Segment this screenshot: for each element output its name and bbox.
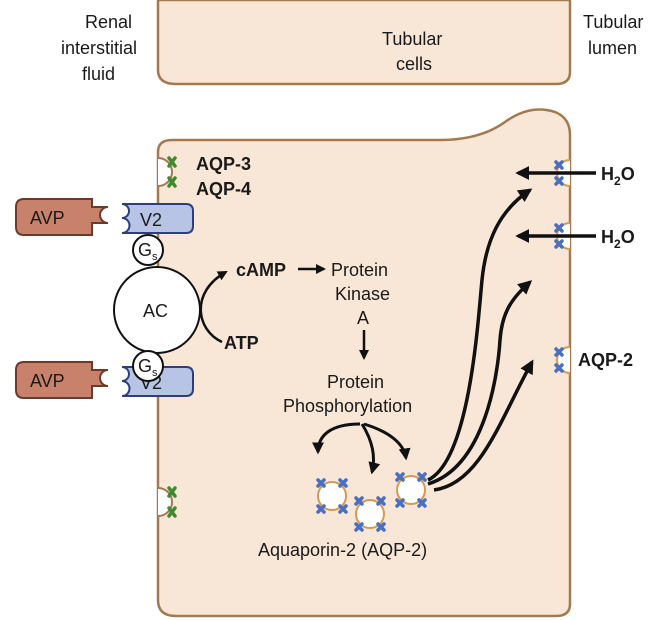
apical-channel-3	[554, 346, 571, 374]
renal-label-3: fluid	[82, 64, 115, 84]
gs-label-bottom: Gs	[138, 356, 158, 379]
v2-receptor-top	[121, 203, 194, 234]
basolateral-channel-bottom	[157, 486, 177, 518]
avp-hormone-bottom	[15, 361, 109, 399]
pka-label-2: Kinase	[335, 284, 390, 304]
aqp4-label: AQP-4	[196, 179, 251, 199]
trafficking-arrow-2	[427, 280, 533, 486]
gs-label-top: Gs	[138, 240, 158, 263]
pka-label-1: Protein	[331, 260, 388, 280]
atp-to-camp-arrow	[199, 270, 228, 344]
avp-hormone-top	[15, 198, 109, 236]
avp-v2-complex-top	[15, 198, 194, 236]
branch-arrow-right	[363, 422, 411, 461]
h2o-label-bottom: H2O	[601, 227, 635, 251]
atp-label: ATP	[224, 333, 259, 353]
tubular-lumen-label-1: Tubular	[583, 12, 643, 32]
renal-label-1: Renal	[85, 12, 132, 32]
aqp2-vesicle-2	[354, 496, 386, 532]
branch-arrow-middle	[360, 423, 381, 475]
aqp3-label: AQP-3	[196, 154, 251, 174]
basolateral-channel-top	[157, 156, 177, 188]
aqp2-vesicle-1	[316, 478, 348, 514]
tubular-cells-label-1: Tubular	[382, 29, 442, 49]
pka-label-3: A	[357, 308, 369, 328]
vesicles-label: Aquaporin-2 (AQP-2)	[258, 540, 427, 560]
renal-label-2: interstitial	[61, 38, 137, 58]
phosphorylation-label-1: Protein	[327, 372, 384, 392]
aqp2-vesicle-3	[395, 472, 427, 508]
ac-label: AC	[143, 301, 168, 321]
tubular-lumen-label-2: lumen	[588, 38, 637, 58]
aqp2-membrane-label: AQP-2	[578, 350, 633, 370]
h2o-label-top: H2O	[601, 164, 635, 188]
trafficking-arrow-1	[427, 188, 533, 482]
tubular-cells-label-2: cells	[396, 54, 432, 74]
camp-label: cAMP	[236, 260, 286, 280]
avp-label-bottom: AVP	[30, 371, 65, 391]
trafficking-arrow-3	[433, 359, 534, 492]
phosphorylation-label-2: Phosphorylation	[283, 396, 412, 416]
v2-label-top: V2	[140, 210, 162, 230]
branch-arrow-left	[312, 422, 361, 455]
upper-tubular-cell	[156, 0, 572, 86]
gs-protein-top	[132, 234, 164, 266]
avp-label-top: AVP	[30, 208, 65, 228]
gs-protein-bottom	[132, 350, 164, 382]
